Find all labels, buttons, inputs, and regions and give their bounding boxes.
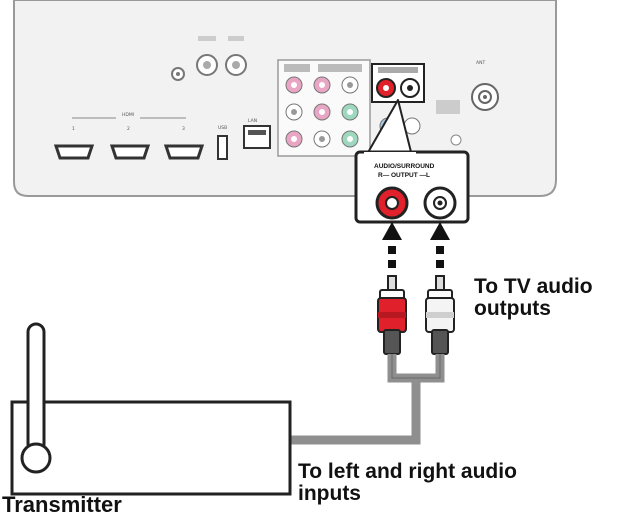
av-jacks <box>285 76 359 148</box>
audio-output-jacks-small <box>371 63 425 103</box>
insert-arrows <box>382 222 450 268</box>
rca-plug-white <box>425 275 455 355</box>
rca-plug-red <box>377 275 407 355</box>
transmitter <box>10 322 292 496</box>
usb-lan-section: USB LAN <box>217 118 271 160</box>
antenna-icon <box>20 322 52 474</box>
lan-label: LAN <box>248 118 257 124</box>
hdmi-port-3 <box>163 144 205 160</box>
av-jack-panel <box>277 59 371 157</box>
usb-label: USB <box>218 125 227 131</box>
label-tv-audio-outputs: To TV audio outputs <box>474 275 593 321</box>
hdmi-port-label-1: 1 <box>72 126 75 132</box>
ant-label: ANT <box>476 60 485 66</box>
hdmi-section: HDMI 1 2 3 <box>53 112 205 160</box>
audio-output-zoom: AUDIO/SURROUND R— OUTPUT —L <box>354 150 470 224</box>
zoom-header-line1: AUDIO/SURROUND <box>374 163 435 170</box>
zoom-red-jack <box>375 186 409 220</box>
hdmi-port-label-2: 2 <box>127 126 130 132</box>
audio-cable <box>290 354 445 445</box>
label-transmitter: Transmitter <box>2 492 122 517</box>
usb-port <box>217 135 228 160</box>
zoom-white-jack <box>423 186 457 220</box>
hdmi-port-2 <box>109 144 151 160</box>
component-video-jacks <box>171 36 247 81</box>
arrow-up-red <box>382 222 402 240</box>
arrow-up-white <box>430 222 450 240</box>
zoom-header-line2: R— OUTPUT —L <box>378 172 430 179</box>
lan-port <box>243 125 271 149</box>
hdmi-port-label-3: 3 <box>182 126 185 132</box>
label-audio-inputs: To left and right audio inputs <box>298 460 517 506</box>
antenna-input: ANT <box>471 60 499 111</box>
hdmi-title: HDMI <box>122 112 134 118</box>
hdmi-port-1 <box>53 144 95 160</box>
